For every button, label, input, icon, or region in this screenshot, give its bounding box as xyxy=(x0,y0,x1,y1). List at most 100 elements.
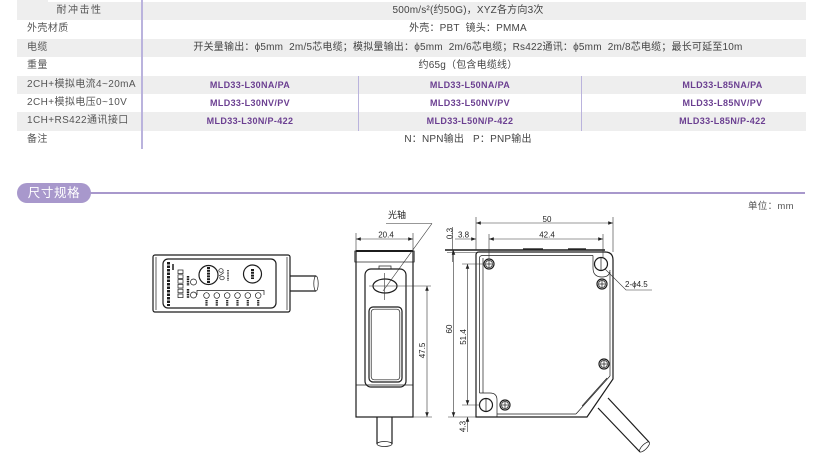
control-panel xyxy=(162,258,277,309)
model-row-analog-current: 2CH+模拟电流4~20mA MLD33-L30NA/PA MLD33-L50N… xyxy=(17,75,806,94)
cable-icon xyxy=(376,417,393,447)
unit-label: 单位：mm xyxy=(748,200,794,212)
cable-end xyxy=(313,275,319,292)
front-cap xyxy=(354,250,415,263)
indicator-square xyxy=(177,293,184,298)
indicator-square xyxy=(177,269,184,274)
optical-axis-leader xyxy=(382,223,433,292)
sensor-body-outline xyxy=(152,254,291,313)
model-row-rs422: 1CH+RS422通讯接口 MLD33-L30N/P-422 MLD33-L50… xyxy=(17,112,806,131)
cable-end xyxy=(376,441,393,447)
spec-row-housing-material: 外壳材质 外壳：PBT 镜头：PMMA xyxy=(17,20,806,38)
side-view-sensor xyxy=(152,254,319,313)
model-cell-l50: MLD33-L50NA/PA xyxy=(358,75,581,94)
model-row-analog-voltage: 2CH+模拟电压0~10V MLD33-L30NV/PV MLD33-L50NV… xyxy=(17,93,806,113)
cable-edge xyxy=(607,397,650,443)
status-led-icon xyxy=(224,292,231,299)
row-value: 开关量输出：ϕ5mm 2m/5芯电缆；模拟量输出：ϕ5mm 2m/6芯电缆；Rs… xyxy=(193,41,743,53)
mounting-hole-icon xyxy=(593,256,609,272)
indicator-bar-squares xyxy=(177,269,184,298)
screw-ring xyxy=(485,260,493,268)
indicator-led-icon xyxy=(190,291,197,299)
dimension-label-front-width: 20.4 xyxy=(378,231,394,240)
cable-edge xyxy=(597,407,641,453)
cable-end xyxy=(639,441,650,453)
inner-chamfer-line xyxy=(581,377,608,407)
row-label: 2CH+模拟电流4~20mA xyxy=(27,78,136,90)
row-label: 1CH+RS422通讯接口 xyxy=(27,115,129,127)
receiver-window xyxy=(368,306,403,383)
status-led-icon xyxy=(213,292,220,299)
spec-row-cable: 电缆 开关量输出：ϕ5mm 2m/5芯电缆；模拟量输出：ϕ5mm 2m/6芯电缆… xyxy=(17,38,806,58)
indicator-square xyxy=(177,274,184,279)
switch-mark xyxy=(218,268,224,273)
switch-mark xyxy=(218,272,225,277)
cable-icon xyxy=(290,275,319,292)
model-cell-l85: MLD33-L85N/P-422 xyxy=(581,112,806,131)
top-edge-bump xyxy=(568,248,586,251)
dimension-label-top-offset: 0.3 xyxy=(446,227,455,239)
row-label: 电缆 xyxy=(27,41,48,53)
front-view-sensor: 20.4 光轴 47.5 xyxy=(354,209,433,447)
screw-head xyxy=(596,278,608,290)
led-print-marks xyxy=(205,300,260,306)
screw-ring xyxy=(600,360,608,368)
model-cell-l30: MLD33-L30NA/PA xyxy=(209,79,291,90)
row-value: 外壳：PBT 镜头：PMMA xyxy=(409,23,527,35)
status-led-icon xyxy=(203,292,210,299)
lens-icon xyxy=(372,278,398,294)
front-inner-frame xyxy=(364,268,407,388)
screw-icon xyxy=(596,278,608,290)
front-body-outline xyxy=(355,250,414,418)
dimension-label-hole-offset-x: 3.8 xyxy=(458,231,470,240)
indicator-square xyxy=(177,279,184,284)
cable-icon xyxy=(597,397,650,453)
hole-spec-leader xyxy=(604,268,652,291)
inner-chamfer-line xyxy=(575,375,611,415)
model-cell-l85: MLD33-L85NA/PA xyxy=(581,75,806,94)
optical-axis-label: 光轴 xyxy=(388,209,406,220)
screw-icon xyxy=(483,258,495,270)
teach-button-icon xyxy=(242,264,263,284)
mounting-boss-outline xyxy=(592,255,611,278)
section-title: 尺寸规格 xyxy=(17,183,91,203)
dimension-label-overall-height: 60 xyxy=(445,324,454,333)
model-cell-l50: MLD33-L50NV/PV xyxy=(358,93,581,113)
button-outline xyxy=(242,264,263,284)
dimension-label-hole-pitch-y: 51.4 xyxy=(459,329,468,345)
spec-row-weight: 重量 约65g（包含电缆线） xyxy=(17,57,806,75)
top-body-outline xyxy=(475,251,614,418)
model-cell-l50: MLD33-L50N/P-422 xyxy=(358,112,581,131)
status-led-icon xyxy=(244,292,251,299)
spec-row-note: 备注 N：NPN输出 P：PNP输出 xyxy=(17,131,806,149)
row-label: 备注 xyxy=(27,133,48,145)
row-value: N：NPN输出 P：PNP输出 xyxy=(404,133,532,145)
dimension-label-overall-width: 50 xyxy=(543,215,552,224)
row-label: 重量 xyxy=(27,60,48,72)
row-label: 2CH+模拟电压0~10V xyxy=(27,96,128,108)
screw-head xyxy=(483,258,495,270)
dial-outline xyxy=(198,264,219,286)
hole-spec-label: 2-ϕ4.5 xyxy=(625,280,648,289)
mounting-hole-icon xyxy=(478,397,494,413)
hole-circle xyxy=(478,397,494,413)
screw-head xyxy=(499,399,511,411)
indicator-square xyxy=(177,284,184,289)
mode-switch-marks xyxy=(218,268,229,281)
section-rule xyxy=(90,191,805,194)
dimension-label-hole-offset-y: 4.3 xyxy=(459,420,468,432)
model-cell-l30: MLD33-L30NV/PV xyxy=(210,97,290,108)
model-cell-l30: MLD33-L30N/P-422 xyxy=(206,116,294,127)
screw-ring xyxy=(598,280,606,288)
screw-icon xyxy=(499,399,511,411)
led-bracket xyxy=(196,290,265,295)
previous-row-fragment xyxy=(17,0,48,2)
spec-row-shock-resistance: 耐冲击性 500m/s²(约50G)，XYZ各方向3次 xyxy=(17,2,806,21)
model-cell-l85: MLD33-L85NV/PV xyxy=(581,93,806,113)
status-led-icon xyxy=(234,292,241,299)
row-label: 外壳材质 xyxy=(27,23,69,35)
status-led-icon xyxy=(255,292,262,299)
mounting-boss-outline xyxy=(479,392,498,417)
spec-table: 耐冲击性 500m/s²(约50G)，XYZ各方向3次 外壳材质 外壳：PBT … xyxy=(17,0,806,150)
screw-icon xyxy=(598,358,610,370)
